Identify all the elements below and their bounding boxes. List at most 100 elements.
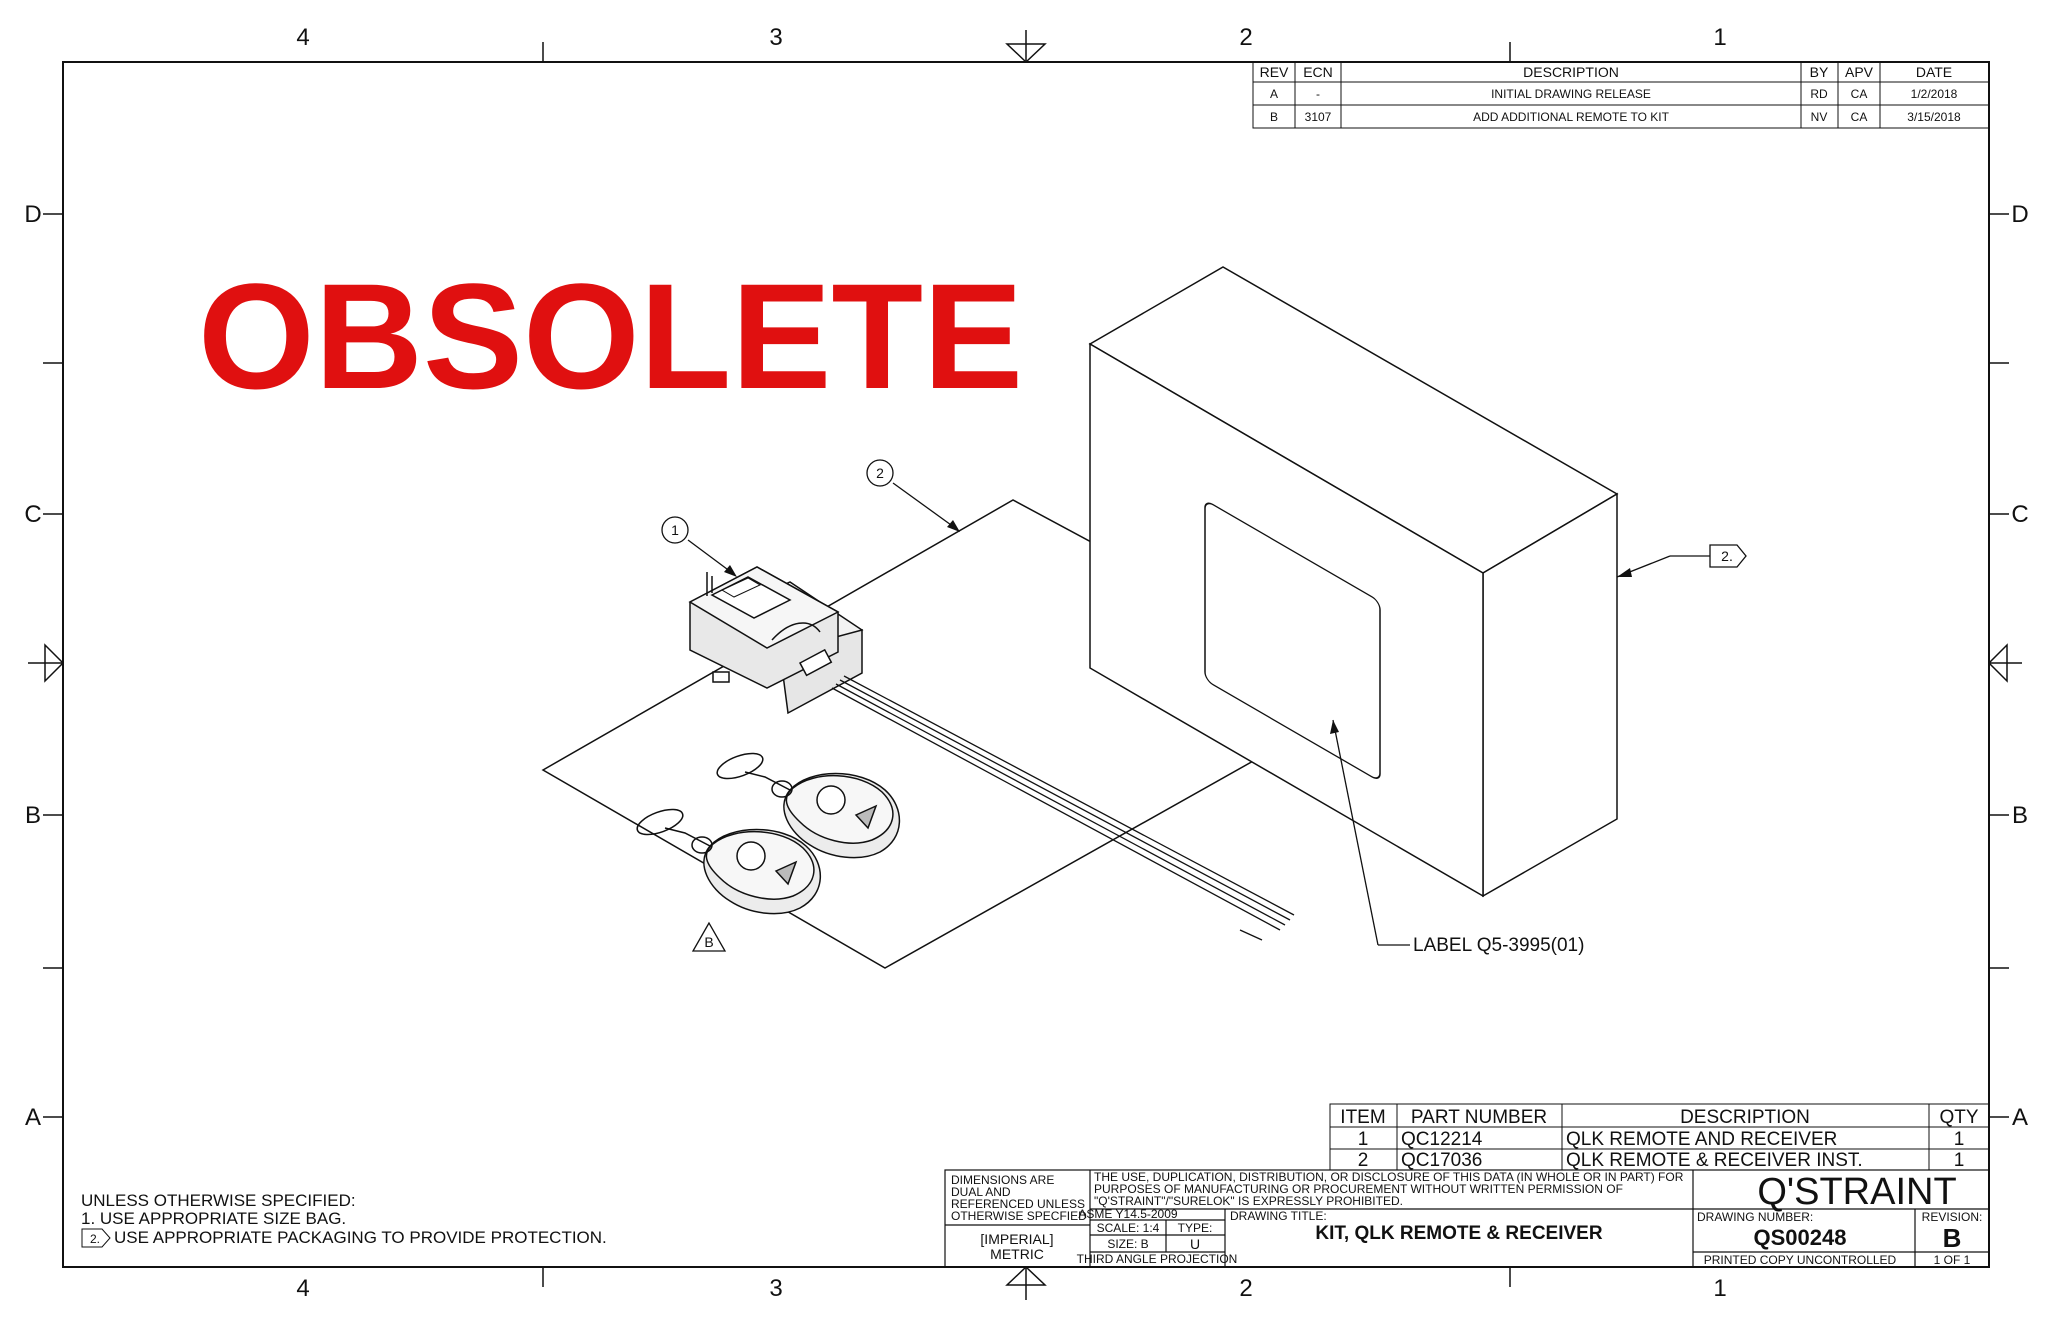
- notes-header: UNLESS OTHERWISE SPECIFIED:: [81, 1191, 356, 1210]
- zone-col-1-top: 1: [1713, 24, 1726, 51]
- zone-col-4-top: 4: [296, 24, 309, 51]
- bom-row-1-description: QLK REMOTE AND RECEIVER: [1566, 1129, 1837, 1150]
- legal-line-3: "Q'STRAINT"/"SURELOK" IS EXPRESSLY PROHI…: [1094, 1194, 1403, 1208]
- dims-line-3: REFERENCED UNLESS: [951, 1197, 1085, 1211]
- zone-row-c-left: C: [24, 501, 41, 528]
- drawing-number-label: DRAWING NUMBER:: [1697, 1210, 1813, 1224]
- zone-col-2-bottom: 2: [1239, 1275, 1252, 1302]
- balloon-item-1-label: 1: [671, 522, 679, 538]
- rev-a-date: 1/2/2018: [1911, 87, 1958, 101]
- rev-header-rev: REV: [1260, 64, 1289, 80]
- rev-a-ecn: -: [1316, 87, 1320, 101]
- revision-value: B: [1943, 1223, 1962, 1253]
- zone-row-a-right: A: [2012, 1104, 2028, 1131]
- obsolete-stamp: OBSOLETE: [198, 252, 1023, 420]
- drawing-title: KIT, QLK REMOTE & RECEIVER: [1315, 1223, 1602, 1244]
- shipping-box: [1088, 266, 1619, 898]
- zone-row-d-right: D: [2011, 201, 2028, 228]
- bom-row-2-qty: 1: [1954, 1150, 1965, 1171]
- label-callout: LABEL Q5-3995(01): [1413, 935, 1584, 956]
- printed-copy-note: PRINTED COPY UNCONTROLLED: [1704, 1253, 1897, 1267]
- rev-b-description: ADD ADDITIONAL REMOTE TO KIT: [1473, 110, 1669, 124]
- zone-row-b-left: B: [25, 802, 41, 829]
- rev-b-date: 3/15/2018: [1907, 110, 1961, 124]
- zone-col-4-bottom: 4: [296, 1275, 309, 1302]
- rev-header-ecn: ECN: [1303, 64, 1333, 80]
- note-flag-callout: [1709, 544, 1747, 568]
- bom-header-description: DESCRIPTION: [1680, 1107, 1810, 1128]
- legal-line-2: PURPOSES OF MANUFACTURING OR PROCUREMENT…: [1094, 1182, 1623, 1196]
- rev-header-date: DATE: [1916, 64, 1952, 80]
- projection-label: THIRD ANGLE PROJECTION: [1077, 1252, 1238, 1266]
- general-notes: UNLESS OTHERWISE SPECIFIED: 1. USE APPRO…: [81, 1191, 607, 1248]
- sheet-border: [62, 61, 1990, 1268]
- size-label: SIZE: B: [1107, 1237, 1148, 1251]
- zone-row-b-right: B: [2012, 802, 2028, 829]
- centering-marks: [44, 43, 2008, 1286]
- units-metric: METRIC: [990, 1246, 1044, 1262]
- type-value: U: [1190, 1236, 1200, 1252]
- zone-col-3-bottom: 3: [769, 1275, 782, 1302]
- dims-line-4: OTHERWISE SPECFIED: [951, 1209, 1087, 1223]
- revision-table: REV ECN DESCRIPTION BY APV DATE A - INIT…: [1252, 61, 1990, 129]
- notes-flag-icon: [81, 1228, 111, 1248]
- dims-line-1: DIMENSIONS ARE: [951, 1173, 1054, 1187]
- rev-header-description: DESCRIPTION: [1523, 64, 1619, 80]
- rev-b-rev: B: [1270, 110, 1278, 124]
- rev-b-by: NV: [1811, 110, 1828, 124]
- bom-header-item: ITEM: [1340, 1107, 1385, 1128]
- units-imperial: [IMPERIAL]: [980, 1231, 1053, 1247]
- rev-a-apv: CA: [1851, 87, 1868, 101]
- bom-row-1-part: QC12214: [1401, 1129, 1483, 1150]
- notes-line-2: USE APPROPRIATE PACKAGING TO PROVIDE PRO…: [114, 1228, 607, 1247]
- box-label: [1204, 502, 1381, 779]
- revision-label: REVISION:: [1922, 1210, 1983, 1224]
- receiver-module: [688, 566, 864, 715]
- bom-row-2-item: 2: [1358, 1150, 1369, 1171]
- leader-arrowheads: [724, 520, 1632, 734]
- drawing-title-label: DRAWING TITLE:: [1230, 1209, 1327, 1223]
- zone-col-2-top: 2: [1239, 24, 1252, 51]
- balloon-item-1: [661, 516, 689, 544]
- rev-a-by: RD: [1810, 87, 1828, 101]
- rev-b-ecn: 3107: [1305, 110, 1332, 124]
- zone-row-d-left: D: [24, 201, 41, 228]
- zone-col-3-top: 3: [769, 24, 782, 51]
- scale-label: SCALE: 1:4: [1097, 1221, 1160, 1235]
- legal-line-1: THE USE, DUPLICATION, DISTRIBUTION, OR D…: [1094, 1170, 1684, 1184]
- zone-ticks: [28, 30, 2022, 1300]
- bom-table: ITEM PART NUMBER DESCRIPTION QTY 1 QC122…: [1329, 1103, 1990, 1171]
- zone-col-1-bottom: 1: [1713, 1275, 1726, 1302]
- balloon-item-2-label: 2: [876, 465, 884, 481]
- sheet-number: 1 OF 1: [1934, 1253, 1971, 1267]
- remote-fob-1: [716, 752, 901, 859]
- rev-a-description: INITIAL DRAWING RELEASE: [1491, 87, 1651, 101]
- note-flag-callout-label: 2.: [1721, 548, 1733, 564]
- zone-row-a-left: A: [25, 1104, 41, 1131]
- revision-triangle: [691, 921, 727, 952]
- asme-standard: ASME Y14.5-2009: [1078, 1207, 1178, 1221]
- bom-row-2-description: QLK REMOTE & RECEIVER INST.: [1566, 1150, 1863, 1171]
- drawing-number: QS00248: [1754, 1225, 1847, 1250]
- receiver-wires: [831, 675, 1295, 941]
- bom-header-qty: QTY: [1939, 1107, 1978, 1128]
- balloon-item-2: [866, 459, 894, 487]
- company-logo-text: Q'STRAINT: [1757, 1171, 1956, 1213]
- notes-flag-label: 2.: [90, 1232, 100, 1246]
- notes-line-1: 1. USE APPROPRIATE SIZE BAG.: [81, 1209, 346, 1228]
- rev-b-apv: CA: [1851, 110, 1868, 124]
- revision-triangle-label: B: [704, 934, 713, 950]
- rev-a-rev: A: [1270, 87, 1278, 101]
- remote-fob-2: [636, 808, 821, 915]
- title-block: DIMENSIONS ARE DUAL AND REFERENCED UNLES…: [944, 1169, 1990, 1268]
- bom-row-2-part: QC17036: [1401, 1150, 1482, 1171]
- zone-row-c-right: C: [2011, 501, 2028, 528]
- rev-header-apv: APV: [1845, 64, 1874, 80]
- bom-header-part-number: PART NUMBER: [1411, 1107, 1547, 1128]
- bom-row-1-qty: 1: [1954, 1129, 1965, 1150]
- bom-row-1-item: 1: [1358, 1129, 1369, 1150]
- dims-line-2: DUAL AND: [951, 1185, 1011, 1199]
- type-label: TYPE:: [1178, 1221, 1213, 1235]
- rev-header-by: BY: [1810, 64, 1829, 80]
